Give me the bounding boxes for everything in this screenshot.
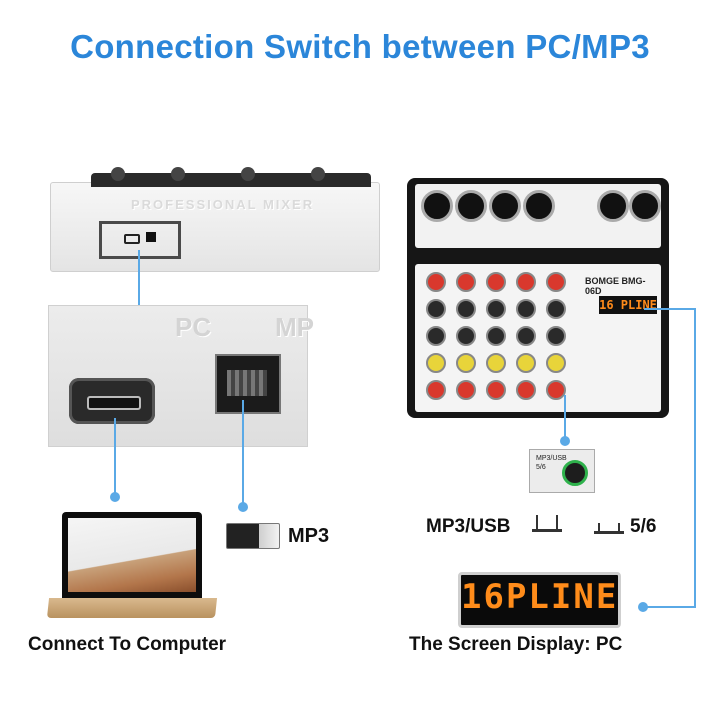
channel-strip xyxy=(425,272,447,407)
laptop-screen xyxy=(62,512,202,598)
highlight-box xyxy=(99,221,181,259)
display-caption: The Screen Display: PC xyxy=(409,634,623,655)
connector-line xyxy=(564,395,566,445)
channel-strip xyxy=(545,272,567,407)
mixer-brand: BOMGE BMG-06D xyxy=(585,276,646,296)
laptop-image xyxy=(46,512,218,624)
page-title: Connection Switch between PC/MP3 xyxy=(70,28,650,65)
switch-knob xyxy=(227,370,267,396)
connector-dot xyxy=(110,492,120,502)
switch-up-icon xyxy=(594,523,624,534)
jack-icon xyxy=(562,460,588,486)
xlr-input-icon xyxy=(455,190,487,222)
mixer-top-knobs xyxy=(91,173,371,187)
mp3-usb-option: MP3/USB xyxy=(426,516,511,537)
xlr-input-icon xyxy=(421,190,453,222)
laptop-wallpaper xyxy=(68,518,196,592)
connector-line xyxy=(114,418,116,498)
mp3-label: MP3 xyxy=(288,525,330,547)
mixer-back-panel: PROFESSIONAL MIXER xyxy=(50,167,380,272)
usb-slot xyxy=(87,396,141,410)
connector-dot xyxy=(560,436,570,446)
usb-port-icon xyxy=(124,234,140,244)
xlr-input-icon xyxy=(523,190,555,222)
knob-icon xyxy=(311,167,325,181)
lcd-display: 16PLINE xyxy=(458,572,621,628)
pc-emboss: PC xyxy=(175,312,212,342)
xlr-input-icon xyxy=(489,190,521,222)
connector-line xyxy=(242,400,244,508)
xlr-output-icon xyxy=(597,190,629,222)
connector-dot xyxy=(238,502,248,512)
connector-line xyxy=(694,308,696,608)
mp3-switch-icon xyxy=(226,523,280,549)
knob-icon xyxy=(171,167,185,181)
connector-line xyxy=(138,250,140,316)
zoomed-port-panel: PC MP xyxy=(48,305,314,447)
mixer-face: BOMGE BMG-06D 16 PLINE xyxy=(415,264,661,412)
connector-line xyxy=(644,308,696,310)
channel-strip xyxy=(485,272,507,407)
knob-icon xyxy=(241,167,255,181)
xlr-output-icon xyxy=(629,190,661,222)
channel-strip xyxy=(515,272,537,407)
mp-emboss: MP xyxy=(275,312,314,342)
laptop-base xyxy=(46,598,218,618)
usb-port xyxy=(69,378,155,424)
channel-strip xyxy=(455,272,477,407)
mixer-emboss-text: PROFESSIONAL MIXER xyxy=(131,197,315,212)
knob-icon xyxy=(111,167,125,181)
connector-dot xyxy=(638,602,648,612)
mixer-lcd: 16 PLINE xyxy=(599,296,657,314)
switch-icon xyxy=(146,232,156,242)
mixer-top-view: BOMGE BMG-06D 16 PLINE xyxy=(407,178,669,418)
mixer-input-row xyxy=(415,184,661,248)
switch-down-icon xyxy=(532,515,562,532)
computer-caption: Connect To Computer xyxy=(28,634,227,655)
pc-mp3-switch[interactable] xyxy=(215,354,281,414)
connector-line xyxy=(644,606,696,608)
five-six-option: 5/6 xyxy=(630,516,657,537)
